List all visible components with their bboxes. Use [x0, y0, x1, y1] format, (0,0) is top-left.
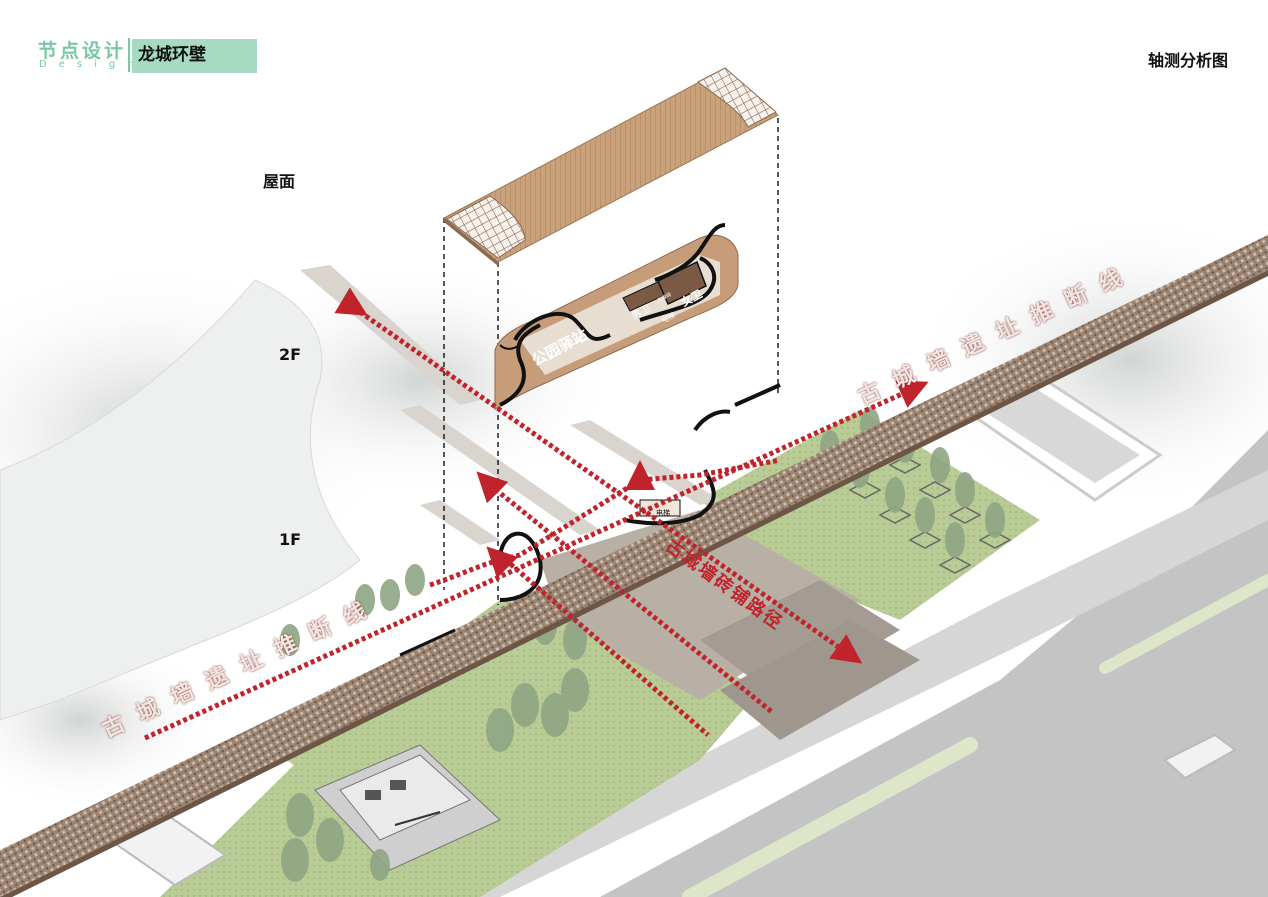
water-body	[0, 279, 361, 721]
brand-title: 节点设计	[38, 40, 127, 62]
level-label-2f: 2F	[279, 345, 302, 364]
road	[600, 430, 1268, 897]
road-marking	[1099, 574, 1268, 674]
project-name: 龙城环壁	[132, 39, 257, 73]
ground-elevator-label: 电梯	[656, 509, 670, 517]
circulation-arrows	[143, 287, 929, 741]
road-marking	[682, 737, 978, 897]
roof-plane	[443, 67, 779, 266]
ancient-wall-band	[0, 235, 1268, 897]
pavilion	[314, 744, 501, 871]
ancient-wall-band-edge	[0, 270, 1268, 897]
brand-divider	[128, 38, 130, 72]
level-label-1f: 1F	[279, 530, 302, 549]
level-label-roof: 屋面	[263, 172, 296, 191]
second-floor-plan	[494, 223, 739, 411]
brand-subtitle: Design	[39, 59, 146, 70]
projection-lines	[443, 118, 779, 605]
sheet-title: 轴测分析图	[1147, 51, 1228, 70]
trees	[280, 407, 1005, 882]
plaza-steps	[700, 580, 900, 700]
